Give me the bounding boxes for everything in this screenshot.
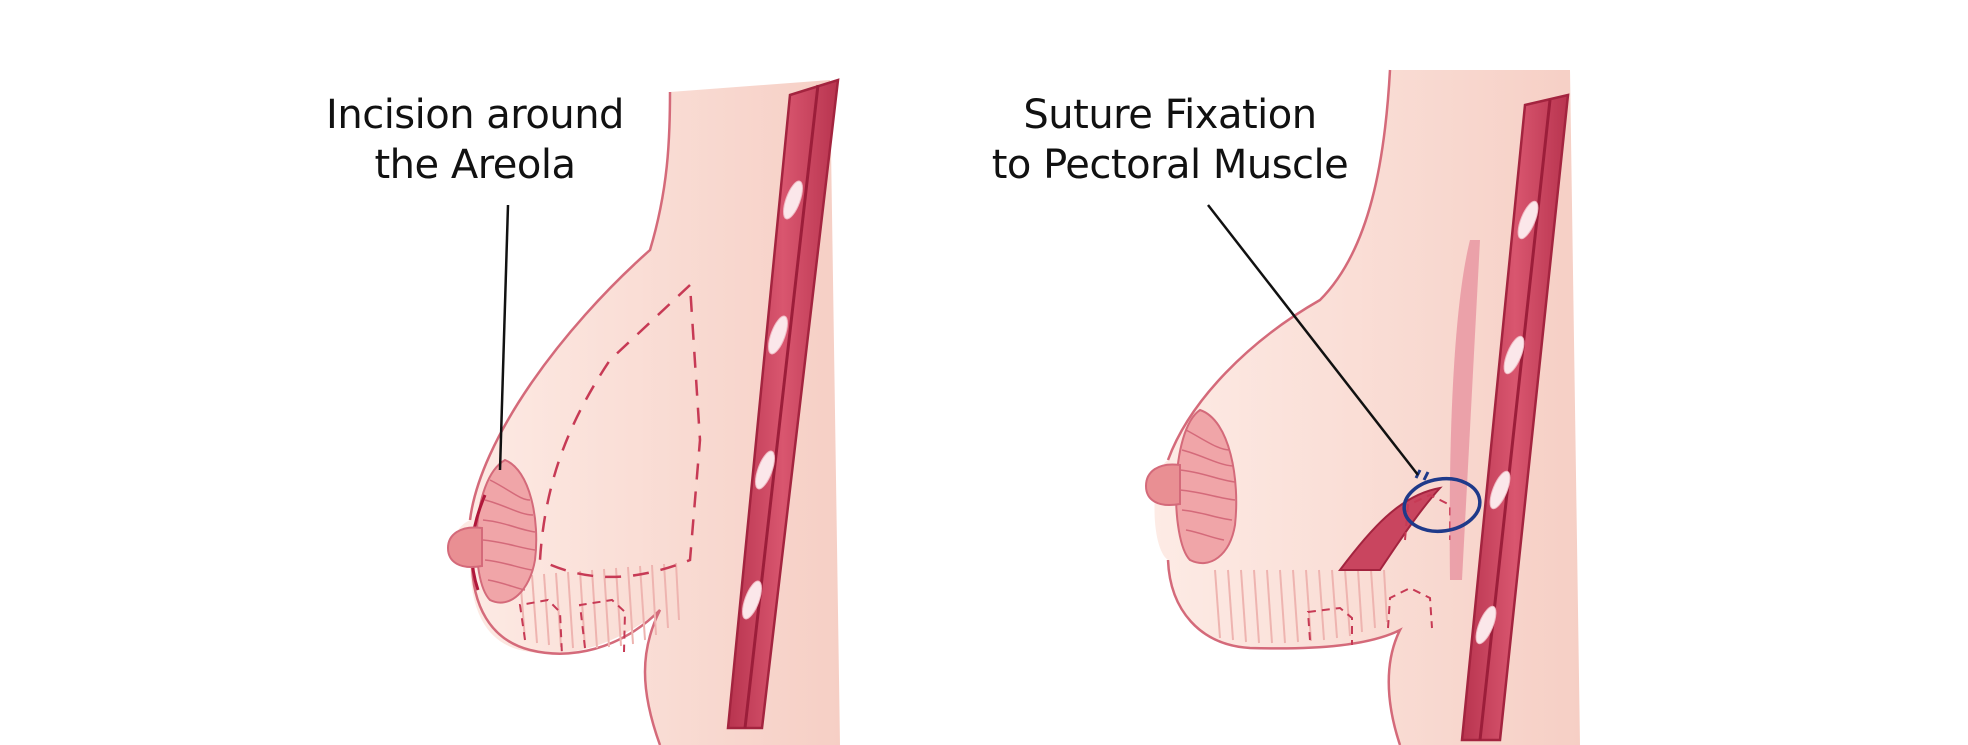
right-dashed-pocket-1 — [1306, 606, 1353, 645]
right-striations — [1214, 569, 1388, 644]
right-tissue-flap — [1337, 486, 1443, 571]
right-torso-skin — [1154, 70, 1580, 745]
right-leader-line — [1207, 204, 1419, 476]
label-left-line2: the Areola — [374, 142, 577, 188]
left-muscle-center-line — [743, 84, 820, 729]
left-dashed-pocket-1 — [518, 598, 563, 656]
label-right-line2: to Pectoral Muscle — [991, 142, 1349, 188]
left-nipple — [446, 526, 483, 568]
right-suture-loop — [1402, 476, 1482, 534]
left-areola-lines — [482, 479, 536, 591]
left-torso-outline — [468, 91, 672, 745]
right-torso-outline — [1166, 69, 1403, 745]
label-left-line1: Incision around — [326, 92, 624, 138]
right-muscle-fibers — [1475, 200, 1539, 645]
label-right-line1: Suture Fixation — [1023, 92, 1317, 138]
label-suture-fixation: Suture Fixation to Pectoral Muscle — [970, 90, 1370, 190]
right-dashed-pocket-3 — [1404, 493, 1451, 541]
label-incision-around-areola: Incision around the Areola — [290, 90, 660, 190]
right-figure — [1144, 69, 1580, 745]
right-areola-lines — [1179, 429, 1236, 541]
left-muscle-fibers — [742, 180, 803, 620]
left-dashed-pocket-2 — [578, 598, 627, 653]
right-dashed-pocket-2 — [1387, 586, 1433, 629]
left-leader-line — [498, 204, 510, 471]
right-nipple — [1144, 463, 1181, 506]
left-figure — [446, 78, 840, 745]
left-striations — [519, 562, 680, 649]
right-muscle-shadow — [1449, 240, 1480, 580]
